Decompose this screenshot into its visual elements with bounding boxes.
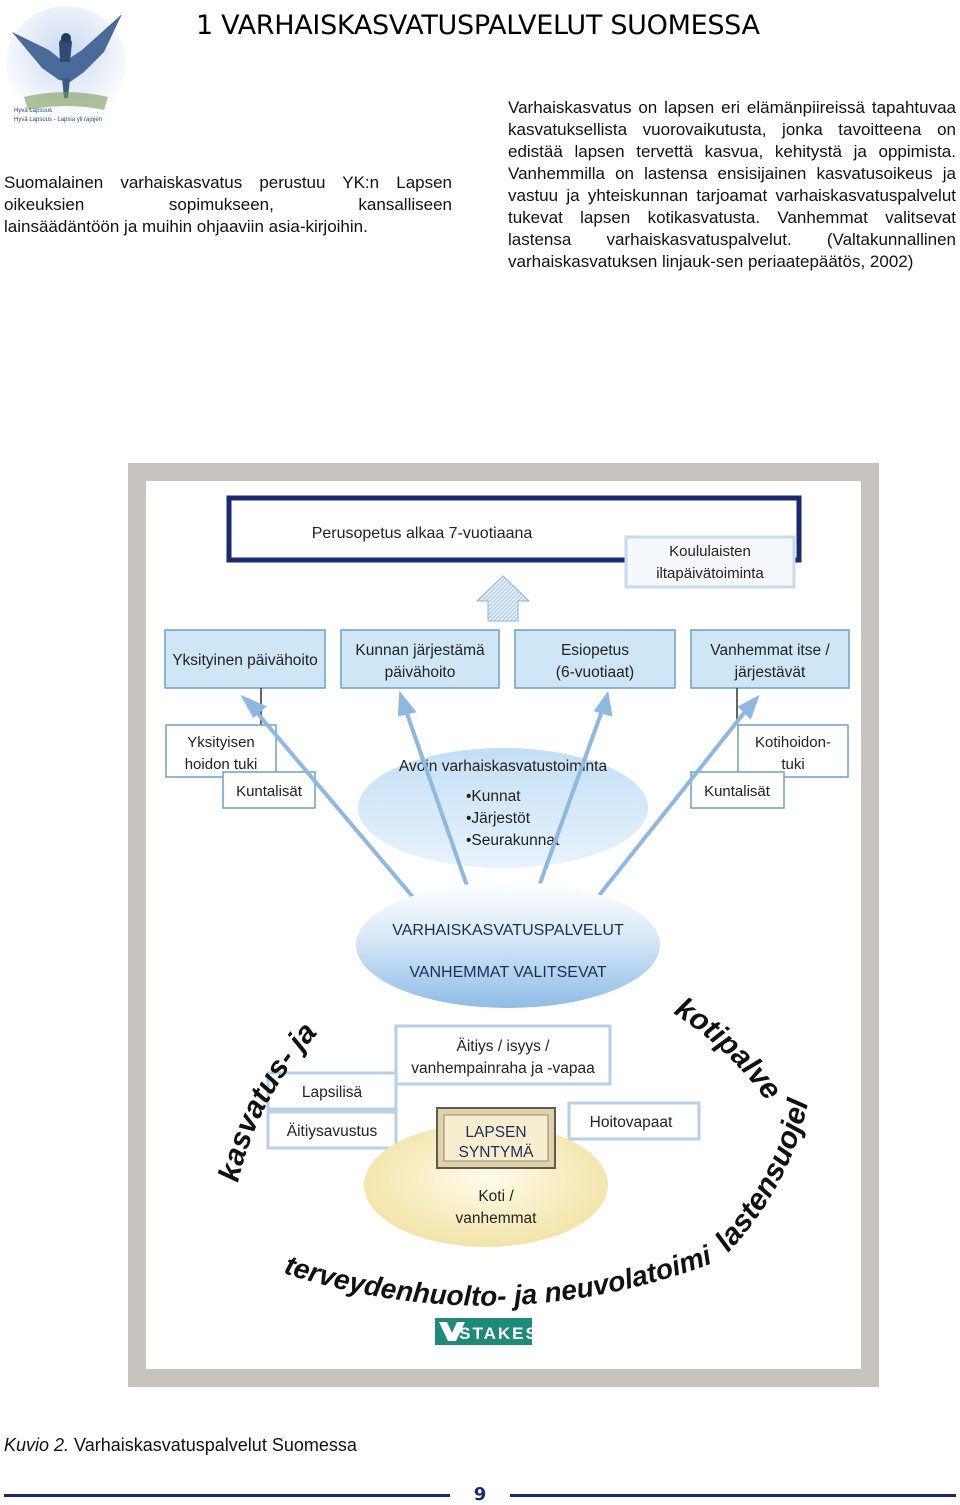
service-private-label: Yksityinen päivähoito [172, 652, 318, 669]
main-ellipse-subtitle: VANHEMMAT VALITSEVAT [409, 964, 607, 981]
maternity-grant-box [266, 1110, 398, 1150]
service-preschool-line-2: (6-vuotiaat) [556, 664, 634, 681]
service-box-municipal: Kunnan järjestämä päivähoito [340, 629, 500, 689]
service-municipal-line-2: päivähoito [385, 664, 456, 681]
caption-label: Kuvio 2. [4, 1435, 70, 1455]
maternity-grant-label: Äitiysavustus [287, 1123, 378, 1140]
service-box-private: Yksityinen päivähoito [164, 629, 326, 689]
arrow-parents [591, 706, 750, 905]
home-care-line-1: Kotihoidon- [755, 734, 831, 751]
care-leave-box [567, 1101, 701, 1141]
main-ellipse [356, 882, 660, 1008]
home-line-2: vanhemmat [456, 1210, 538, 1227]
municipal-supplement-right-box [690, 771, 785, 809]
stakes-logo: STAKES [435, 1318, 539, 1345]
intro-line-2: Lapsen oikeuksien sopimukseen, kansallis… [4, 173, 453, 214]
birth-line-2: SYNTYMÄ [459, 1144, 535, 1161]
service-box-preschool: Esiopetus (6-vuotiaat) [514, 629, 676, 689]
bird-logo: Hyvä Lapsuus Hyvä Lapsuus - Lapsia yli r… [6, 6, 126, 123]
intro-paragraph-right: Varhaiskasvatus on lapsen eri elämänpiir… [508, 98, 956, 271]
home-line-1: Koti / [478, 1188, 514, 1205]
open-activity-item-1: •Kunnat [466, 788, 521, 805]
child-benefit-box [266, 1071, 398, 1111]
up-arrow-icon [475, 575, 531, 622]
municipal-supplement-right: Kuntalisät [704, 783, 771, 800]
caption-text: Varhaiskasvatuspalvelut Suomessa [69, 1435, 357, 1455]
service-box-parents: Vanhemmat itse / järjestävät [690, 629, 850, 689]
stakes-logo-mark [439, 1322, 465, 1341]
service-preschool-line-1: Esiopetus [561, 642, 629, 659]
diagram-figure: Perusopetus alkaa 7-vuotiaana Koululaist… [118, 437, 879, 1387]
afternoon-activity-box [624, 535, 796, 589]
municipal-supplement-left: Kuntalisät [236, 783, 303, 800]
private-support-line-1: Yksityisen [187, 734, 255, 751]
service-parents-line-2: järjestävät [734, 664, 806, 681]
arrow-head-parents [737, 694, 760, 720]
open-activity-title: Avoin varhaiskasvatustoiminta [399, 758, 608, 775]
child-benefit-label: Lapsilisä [302, 1084, 363, 1101]
intro-paragraph-left: Suomalainen varhaiskasvatus perustuu YK:… [4, 172, 452, 238]
logo-text-2: Hyvä Lapsuus - Lapsia yli rajojen [14, 117, 102, 123]
care-leave-label: Hoitovapaat [590, 1114, 673, 1131]
service-municipal-line-1: Kunnan järjestämä [355, 642, 485, 659]
home-care-support-box [737, 724, 849, 778]
open-activity-item-3: •Seurakunnat [466, 832, 560, 849]
footer-rule-right [510, 1494, 956, 1497]
figure-caption: Kuvio 2. Varhaiskasvatuspalvelut Suomess… [4, 1435, 357, 1456]
arrow-preschool [531, 707, 605, 904]
birth-line-1: LAPSEN [465, 1124, 526, 1141]
logo-text: Hyvä Lapsuus [14, 108, 52, 114]
footer-rule-left [4, 1494, 450, 1497]
parental-allowance-line-1: Äitiys / isyys / [456, 1038, 550, 1055]
page-number: 9 [473, 1484, 487, 1505]
parental-allowance-line-2: vanhempainraha ja -vapaa [411, 1060, 595, 1077]
stakes-logo-text: STAKES [459, 1324, 539, 1343]
service-parents-line-1: Vanhemmat itse / [710, 642, 830, 659]
arrow-head-private [240, 694, 267, 719]
afternoon-activity-line-1: Koululaisten [669, 543, 751, 560]
main-ellipse-title: VARHAISKASVATUSPALVELUT [392, 922, 624, 939]
arrow-private [251, 706, 420, 905]
page-title: 1 VARHAISKASVATUSPALVELUT SUOMESSA [196, 10, 760, 41]
intro-line-3: lainsäädäntöön ja muihin ohjaaviin asia-… [4, 217, 368, 236]
arrows-to-services [240, 690, 760, 905]
open-activity-item-2: •Järjestöt [466, 810, 531, 827]
municipal-supplement-left-box [222, 771, 316, 809]
arrow-head-municipal [397, 690, 417, 717]
afternoon-activity-line-2: iltapäivätoiminta [656, 565, 764, 582]
intro-line-1: Suomalainen varhaiskasvatus perustuu YK:… [4, 173, 380, 192]
private-support-box [165, 724, 277, 778]
arrow-head-preschool [593, 690, 613, 717]
home-care-line-2: tuki [781, 756, 804, 773]
school-start-label: Perusopetus alkaa 7-vuotiaana [312, 525, 533, 542]
birth-box-inner [443, 1114, 549, 1162]
parental-allowance-box [394, 1024, 612, 1086]
private-support-line-2: hoidon tuki [185, 756, 258, 773]
arrow-municipal [403, 707, 475, 904]
services-diagram: Perusopetus alkaa 7-vuotiaana Koululaist… [118, 437, 879, 1387]
